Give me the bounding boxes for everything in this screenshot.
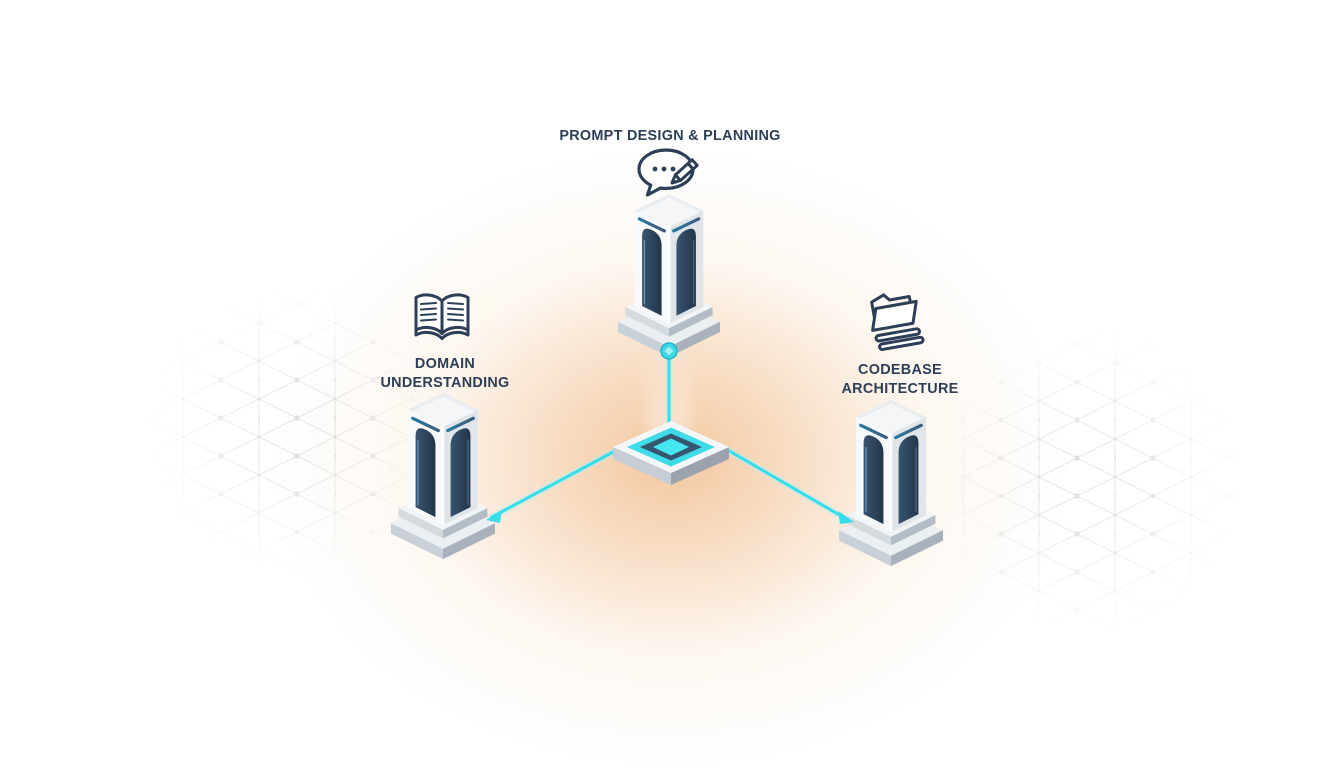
label-line: CODEBASE xyxy=(858,361,942,378)
pillar-domain-understanding xyxy=(391,391,495,561)
label-line: UNDERSTANDING xyxy=(380,374,510,391)
pillar-prompt-design xyxy=(618,192,720,359)
label-prompt-design-planning: PROMPT DESIGN & PLANNING xyxy=(559,127,781,144)
chat-pencil-icon xyxy=(637,148,699,197)
label-line: ARCHITECTURE xyxy=(841,380,959,397)
label-codebase-architecture: CODEBASE ARCHITECTURE xyxy=(804,360,996,398)
open-folder-icon xyxy=(870,293,925,351)
label-domain-understanding: DOMAIN UNDERSTANDING xyxy=(349,354,541,392)
processor-chip xyxy=(613,421,729,485)
pillar-codebase-architecture xyxy=(839,398,943,568)
connection-left xyxy=(490,449,617,519)
open-book-icon xyxy=(414,293,470,340)
label-line: DOMAIN xyxy=(414,355,476,372)
connection-right xyxy=(724,447,850,522)
